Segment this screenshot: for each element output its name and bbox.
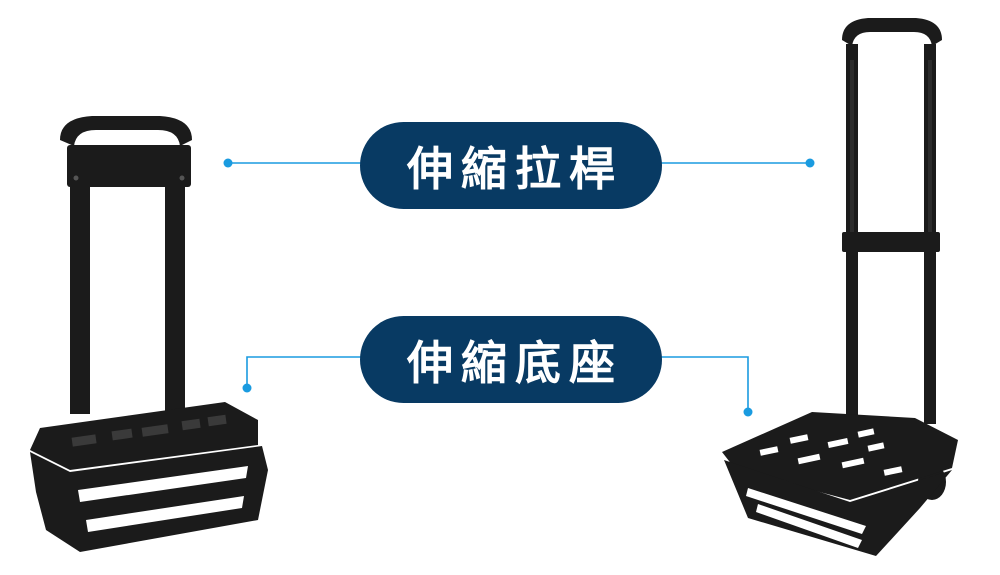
handle-dot-right: [805, 158, 815, 168]
left-trolley-image: [30, 116, 268, 552]
right-handle-grip: [842, 18, 942, 46]
base-dot-right: [743, 407, 753, 417]
connector-dots: [223, 158, 815, 417]
base-line-right: [660, 356, 749, 412]
telescopic-handle-label: 伸縮拉桿: [360, 122, 662, 209]
right-middle-crossbar: [842, 232, 940, 252]
telescopic-base-label: 伸縮底座: [360, 316, 662, 403]
left-handle-crossbar: [67, 145, 191, 187]
right-base-frame: [724, 460, 952, 556]
left-pole-left: [70, 186, 90, 414]
handle-dot-left: [223, 158, 233, 168]
left-handle-grip: [60, 116, 192, 146]
base-line-left: [246, 356, 362, 388]
left-pole-right: [165, 186, 185, 414]
telescopic-handle-label-text: 伸縮拉桿: [407, 141, 623, 196]
base-dot-left: [242, 383, 252, 393]
right-trolley-image: [722, 18, 958, 556]
connector-lines: [228, 162, 810, 412]
right-base-plate: [722, 412, 958, 500]
telescopic-base-label-text: 伸縮底座: [407, 335, 623, 390]
